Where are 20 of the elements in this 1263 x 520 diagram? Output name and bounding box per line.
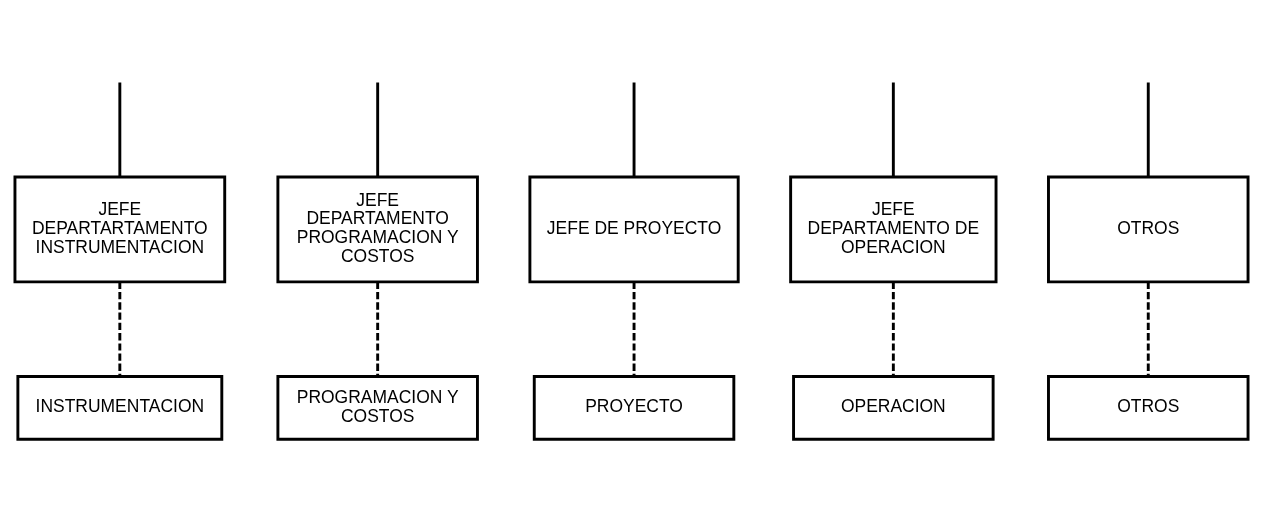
node-box: INSTRUMENTACION [16,375,224,441]
connector [891,282,895,377]
node-box: OTROS [1047,375,1250,441]
connector [891,82,895,177]
connector [376,282,380,377]
node-box: JEFE DEPARTAMENTO PROGRAMACION Y COSTOS [276,175,479,284]
connector [632,82,636,177]
node-box: OPERACION [792,375,995,441]
node-box: PROYECTO [532,375,736,441]
connector [118,282,122,377]
connector [376,82,380,177]
node-box: JEFE DE PROYECTO [528,175,740,284]
node-box: JEFE DEPARTAMENTO DE OPERACION [789,175,998,284]
node-box: JEFE DEPARTARTAMENTO INSTRUMENTACION [13,175,227,284]
connector [118,82,122,177]
node-box: OTROS [1047,175,1250,284]
connector [632,282,636,377]
node-box: PROGRAMACION Y COSTOS [276,375,479,441]
connector [1146,82,1150,177]
connector [1146,282,1150,377]
